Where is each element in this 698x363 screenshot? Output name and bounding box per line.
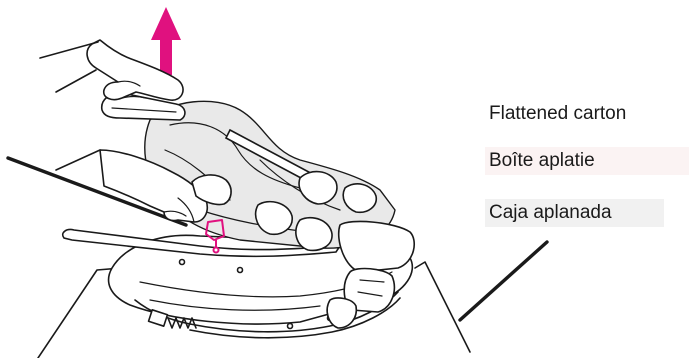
label-flattened-carton: Flattened carton — [485, 100, 630, 128]
label-boite-aplatie: Boîte aplatie — [485, 147, 689, 175]
label-caja-aplanada: Caja aplanada — [485, 199, 664, 227]
carton-pointer-line — [460, 242, 547, 320]
lift-arrow-icon — [151, 7, 181, 75]
